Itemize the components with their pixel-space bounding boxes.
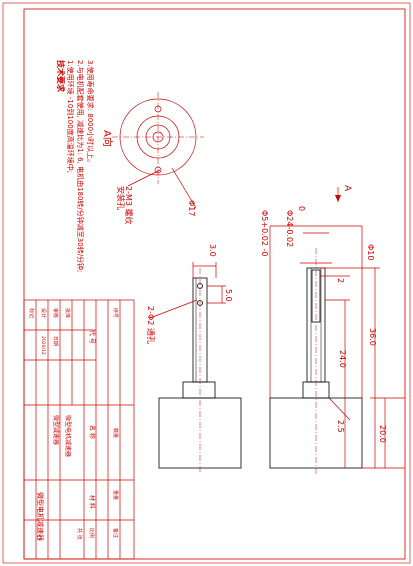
tb-seq-label: 序号 — [112, 308, 119, 318]
tb-material-label: 材 料 — [88, 495, 96, 509]
hole-note-1: 2-M3 螺纹 — [124, 186, 134, 225]
side-view — [269, 248, 363, 476]
dim-d5: Φ5+0.02 -0 — [260, 210, 269, 256]
hole-note-2: 安装孔 — [116, 186, 126, 210]
tb-designer-label: 设计 — [40, 308, 47, 318]
dim-20: 20.0 — [378, 425, 387, 443]
dim-36: 36.0 — [368, 328, 377, 346]
tb-sheet-label: 共 张 — [76, 528, 83, 540]
left-view — [158, 268, 242, 474]
title-block — [23, 299, 135, 560]
left-hole-note: 2-Φ2 通孔 — [146, 306, 156, 344]
view-arrow-label: A — [342, 185, 352, 192]
tb-checker-label: 审核 — [52, 308, 59, 318]
tb-scale-label: 比例 — [88, 528, 95, 538]
tb-mark-label: 标记 — [28, 308, 35, 318]
front-view-a — [112, 92, 204, 209]
notes-line-1: 1.使用环境 -10到100度高温环境中; — [66, 60, 75, 173]
dim-24: 24.0 — [338, 350, 347, 368]
view-arrow-a: A — [335, 185, 352, 202]
tb-qty-label: 数量 — [112, 428, 119, 438]
view-label-a: A向 — [101, 130, 114, 147]
notes-title: 技术要求 — [56, 60, 66, 93]
tb-company: 微型减速器 — [52, 415, 60, 445]
dim-top-0: 0 — [297, 206, 306, 211]
dim-3: 3.0 — [208, 244, 217, 257]
tb-date-value: 2020/12 — [40, 336, 46, 355]
tb-part-name: 微型电机减速器 — [64, 415, 72, 457]
dim-5: 5.0 — [224, 289, 233, 302]
tb-code-label: 代 号 — [88, 330, 96, 344]
tb-weight-label: 重量 — [112, 490, 119, 500]
notes-line-3: 3.使用寿命要求: 8000小时以上。 — [86, 60, 95, 166]
notes-line-2: 2.与电机配套使用, 减速比为1: 6, 电机由180转/分钟减至30转/分钟; — [76, 60, 85, 272]
front-dia-17: Φ17 — [187, 200, 196, 216]
tb-date-label: 日期 — [52, 336, 58, 346]
tb-drawing-name: 微型电机减速器 — [36, 492, 45, 541]
side-view-dims — [269, 225, 405, 469]
tb-name-label: 名 称 — [88, 425, 96, 439]
dim-25: 2.5 — [336, 420, 345, 433]
inner-frame — [23, 8, 406, 560]
tb-approve-label: 批准 — [64, 308, 71, 318]
left-view-dims — [149, 262, 226, 319]
dim-2: 2 — [336, 278, 345, 283]
dim-d10: Φ10 — [366, 244, 375, 260]
technical-notes: 技术要求 1.使用环境 -10到100度高温环境中; 2.与电机配套使用, 减速… — [56, 60, 95, 272]
dim-d24: Φ24-0.02 — [285, 210, 294, 247]
tb-remark-label: 备注 — [112, 528, 119, 538]
